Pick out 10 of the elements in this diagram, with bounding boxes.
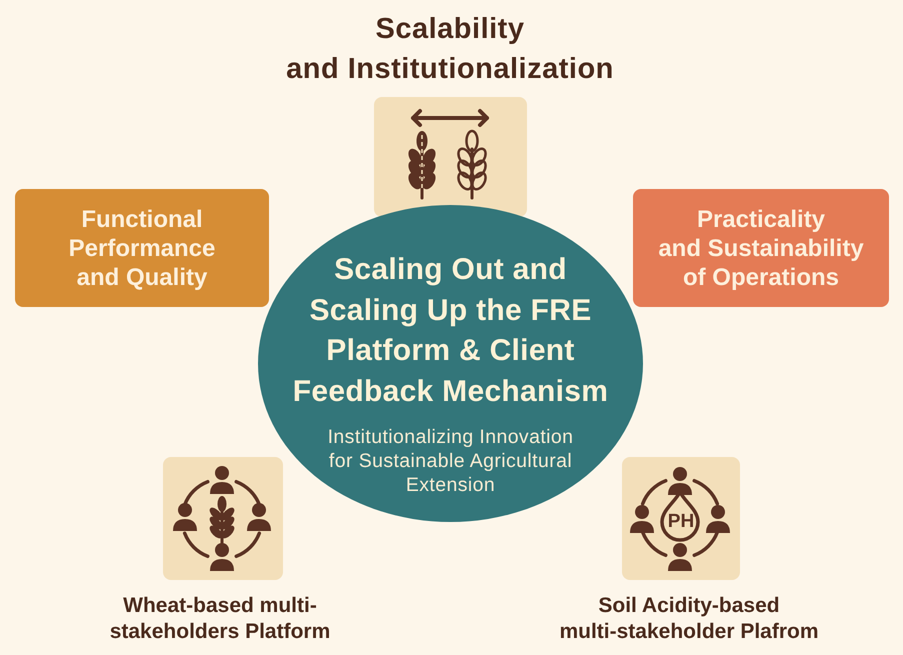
category-box xyxy=(633,189,889,307)
category-label: Functional Performance and Quality xyxy=(68,204,216,292)
heading: Scalability and Institutionalization xyxy=(286,12,614,87)
main-heading: Scaling Out and Scaling Up the FRE Platform & Client Feedback Mechanism xyxy=(292,252,608,410)
category-label: Practicality and Sustainability of Operations xyxy=(658,204,864,292)
category-box xyxy=(15,189,269,307)
platform-label: Soil Acidity-based multi-stakeholder Plafrom xyxy=(559,593,819,645)
subheading: Institutionalizing Innovation for Sustainable Agricultural Extension xyxy=(328,425,574,497)
platform-label: Wheat-based multi-stakeholders Platform xyxy=(108,593,332,645)
ph-label: PH xyxy=(668,512,694,532)
